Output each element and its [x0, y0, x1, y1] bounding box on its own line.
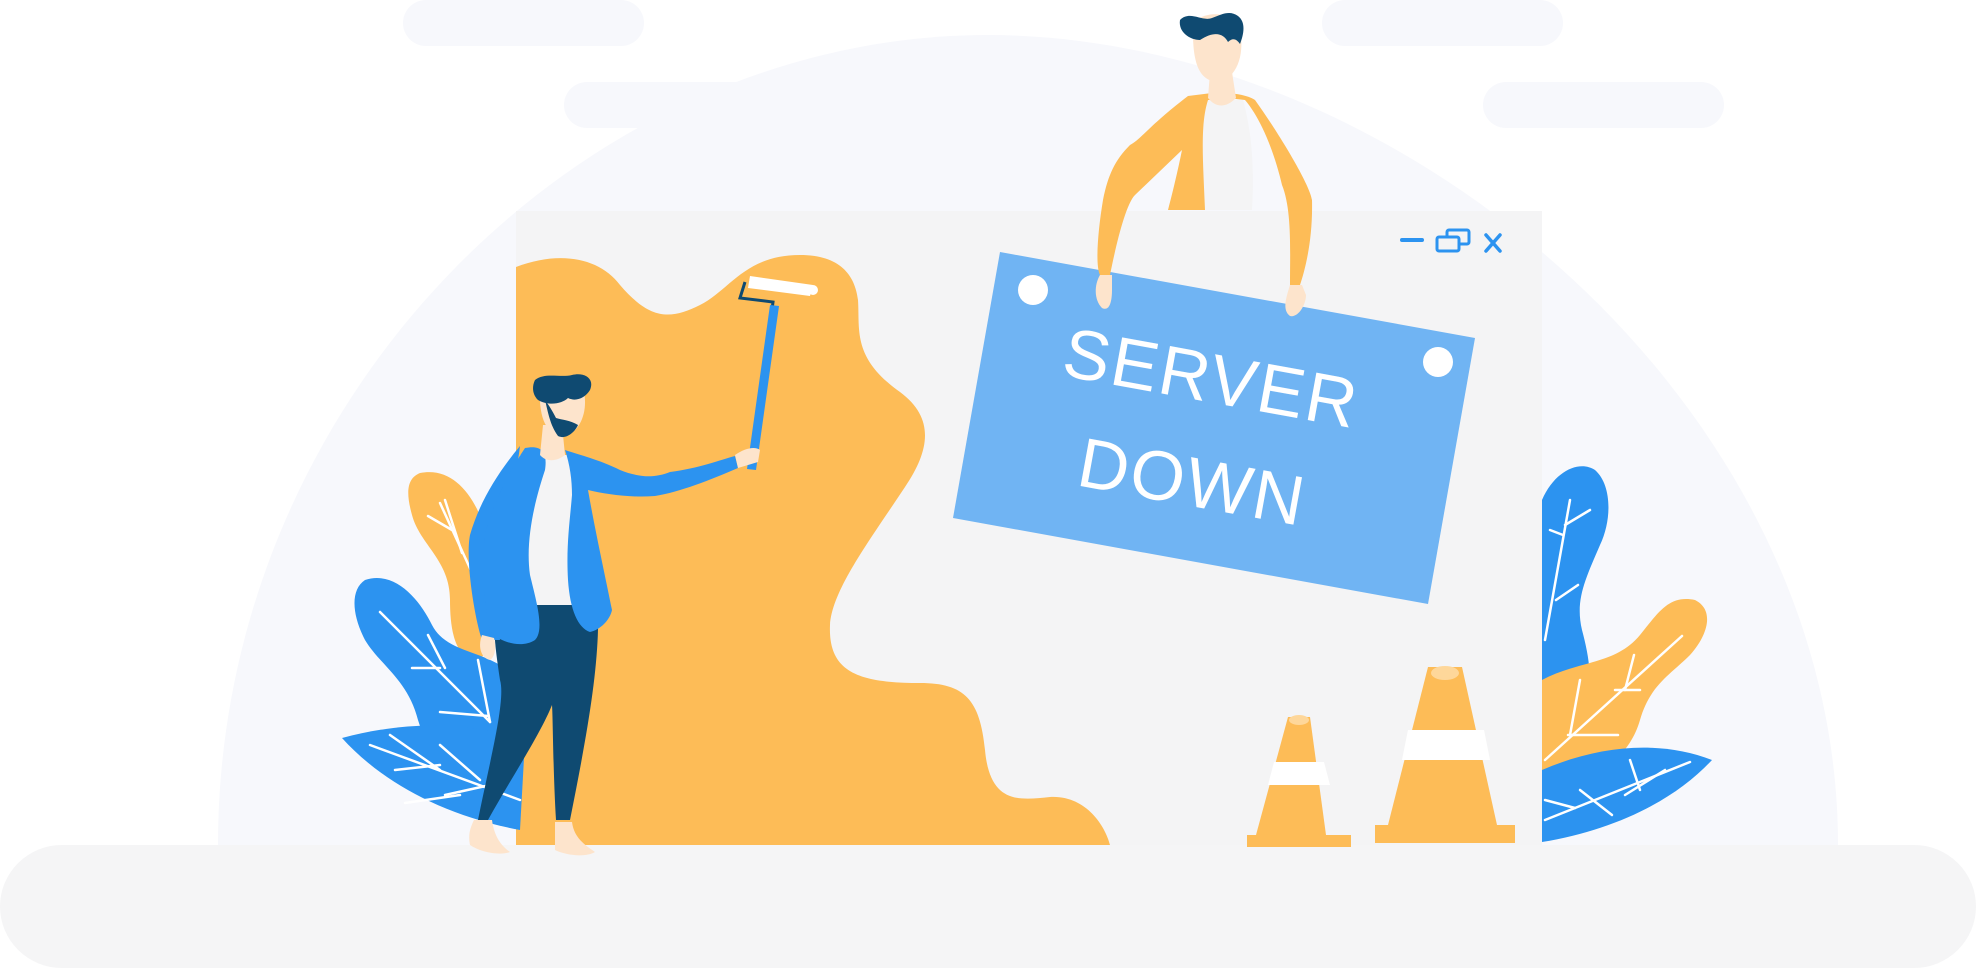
man-holding-sign	[1095, 12, 1313, 317]
cloud-pill	[564, 82, 805, 128]
yellow-paint-blob	[516, 255, 1110, 845]
cloud-pill	[1483, 82, 1724, 128]
minimize-icon[interactable]	[1400, 238, 1424, 242]
restore-icon[interactable]	[1435, 228, 1471, 253]
cloud-pill	[1322, 0, 1563, 46]
ground	[0, 845, 1976, 968]
right-bottom-leaf	[1542, 747, 1712, 842]
painter-man	[468, 276, 818, 856]
close-icon[interactable]	[1484, 233, 1502, 253]
server-down-sign: SERVER DOWN	[953, 252, 1475, 604]
sign-hole-left	[1018, 275, 1048, 305]
right-blue-leaf	[1542, 466, 1609, 720]
cloud-pill	[403, 0, 644, 46]
window-right-edge	[1530, 450, 1542, 850]
traffic-cone-large	[1375, 666, 1515, 843]
right-yellow-leaf	[1542, 599, 1708, 800]
sign-hole-right	[1423, 347, 1453, 377]
traffic-cone-small	[1247, 715, 1351, 847]
paint-roller	[738, 276, 818, 470]
window-controls	[1400, 228, 1502, 253]
